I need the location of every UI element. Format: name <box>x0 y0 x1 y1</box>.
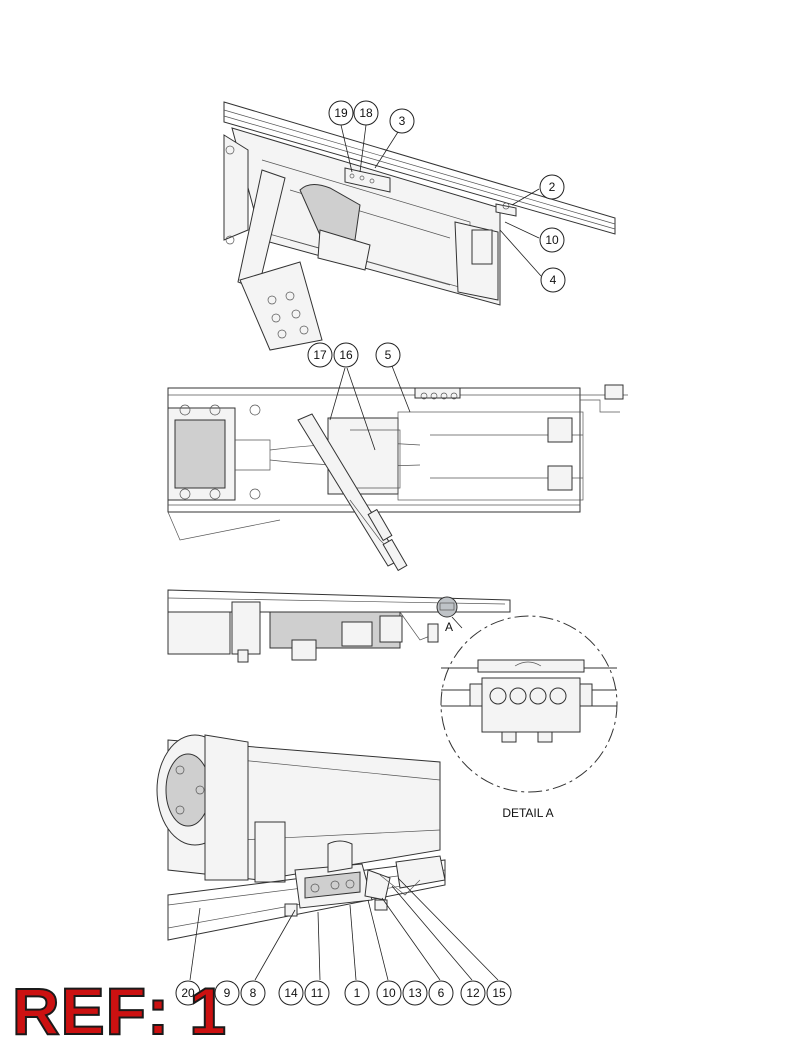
callout-15: 15 <box>486 980 512 1006</box>
svg-text:18: 18 <box>359 106 373 120</box>
callout-3: 3 <box>389 108 415 134</box>
callout-1: 1 <box>344 980 370 1006</box>
svg-text:17: 17 <box>313 348 327 362</box>
detail-a-view <box>440 615 618 793</box>
callout-8: 8 <box>240 980 266 1006</box>
svg-text:12: 12 <box>466 986 480 1000</box>
callout-4: 4 <box>540 267 566 293</box>
callout-2: 2 <box>539 174 565 200</box>
svg-text:4: 4 <box>550 273 557 287</box>
callout-17: 17 <box>307 342 333 368</box>
svg-text:1: 1 <box>354 986 361 1000</box>
svg-text:13: 13 <box>408 986 422 1000</box>
view-2-top-view: 17 16 5 <box>167 342 628 572</box>
callout-10-lower: 10 <box>376 980 402 1006</box>
view-1-rail-assembly: 19 18 3 2 10 4 <box>223 100 616 351</box>
svg-text:9: 9 <box>224 986 231 1000</box>
svg-text:14: 14 <box>284 986 298 1000</box>
view-3-side-view: A <box>167 589 511 663</box>
detail-a-label: DETAIL A <box>502 806 554 820</box>
callout-6: 6 <box>428 980 454 1006</box>
ref-label: REF: 1 <box>11 974 228 1048</box>
view-4-isometric-view: 20 9 8 14 11 1 10 13 6 12 15 <box>156 734 512 1006</box>
svg-text:10: 10 <box>545 233 559 247</box>
callout-11: 11 <box>304 980 330 1006</box>
callout-18: 18 <box>353 100 379 126</box>
callout-9: 9 <box>214 980 240 1006</box>
callout-19: 19 <box>328 100 354 126</box>
detail-marker-A: A <box>445 620 453 634</box>
callout-20: 20 <box>175 980 201 1006</box>
svg-text:11: 11 <box>311 986 324 1000</box>
callout-5: 5 <box>375 342 401 368</box>
callout-13: 13 <box>402 980 428 1006</box>
svg-text:3: 3 <box>399 114 406 128</box>
svg-text:6: 6 <box>438 986 445 1000</box>
svg-text:10: 10 <box>382 986 396 1000</box>
svg-text:5: 5 <box>385 348 392 362</box>
svg-text:20: 20 <box>181 986 195 1000</box>
callout-14: 14 <box>278 980 304 1006</box>
svg-text:2: 2 <box>549 180 556 194</box>
svg-text:16: 16 <box>339 348 353 362</box>
callout-10: 10 <box>539 227 565 253</box>
svg-text:19: 19 <box>334 106 348 120</box>
callout-16: 16 <box>333 342 359 368</box>
callout-12: 12 <box>460 980 486 1006</box>
svg-text:8: 8 <box>250 986 257 1000</box>
svg-text:15: 15 <box>492 986 506 1000</box>
